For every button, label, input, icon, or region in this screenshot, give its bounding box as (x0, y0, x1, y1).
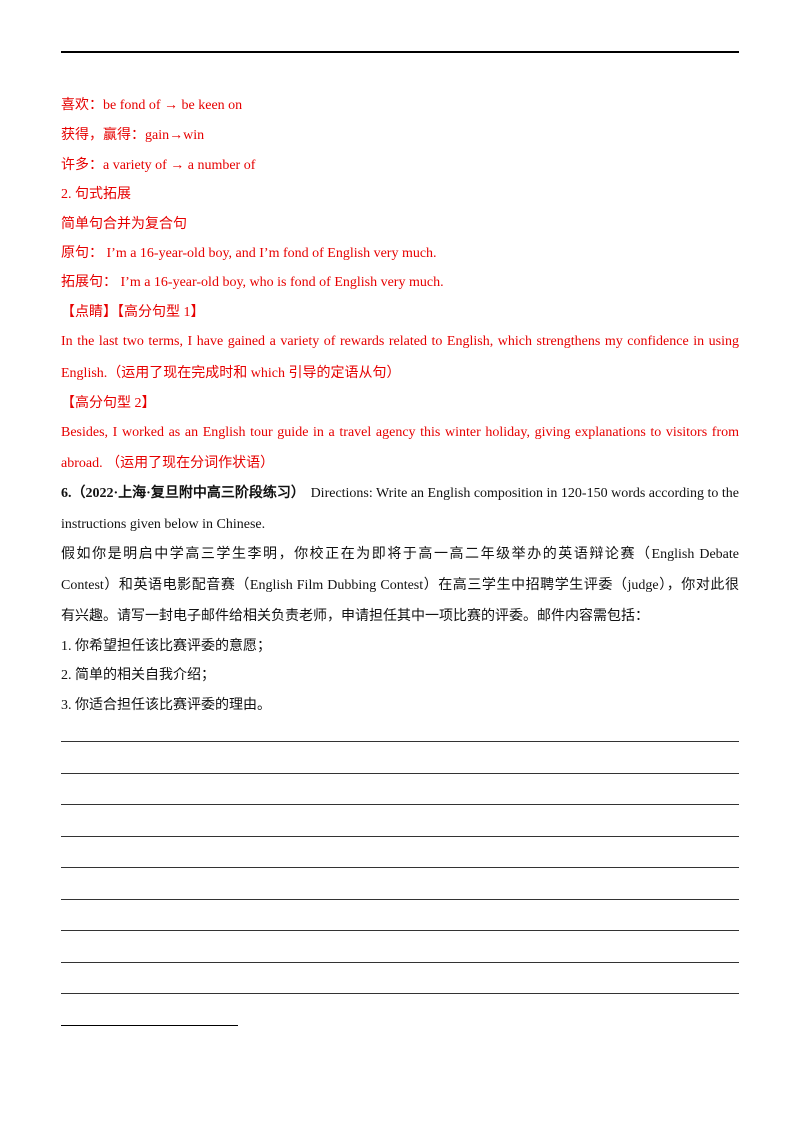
original-sentence: 原句： I’m a 16-year-old boy, and I’m fond … (61, 246, 437, 261)
question-6-prompt-2: Contest）和英语电影配音赛（English Film Dubbing Co… (61, 578, 739, 593)
pattern-1-line-1: In the last two terms, I have gained a v… (61, 334, 739, 349)
footnote-rule (61, 1025, 238, 1026)
answer-line (61, 773, 739, 774)
question-6-point-3: 3. 你适合担任该比赛评委的理由。 (61, 698, 271, 713)
question-6-directions-2: instructions given below in Chinese. (61, 517, 266, 532)
question-6-point-1: 1. 你希望担任该比赛评委的意愿； (61, 639, 271, 654)
question-6-heading: 6.（2022·上海·复旦附中高三阶段练习） Directions: Write… (61, 484, 739, 504)
expanded-sentence: 拓展句： I’m a 16-year-old boy, who is fond … (61, 275, 444, 290)
pattern-2-line-2: abroad. （运用了现在分词作状语） (61, 456, 275, 471)
pattern-2-line-1: Besides, I worked as an English tour gui… (61, 425, 739, 440)
answer-line (61, 836, 739, 837)
answer-line (61, 930, 739, 931)
answer-line (61, 962, 739, 963)
vocab-item-3: 许多：a variety of → a number of (61, 158, 256, 173)
answer-line (61, 993, 739, 994)
question-6-prompt-1: 假如你是明启中学高三学生李明，你校正在为即将于高一高二年级举办的英语辩论赛（En… (61, 547, 739, 562)
vocab-item-1: 喜欢：be fond of → be keen on (61, 98, 243, 113)
question-6-directions-1: Directions: Write an English composition… (310, 486, 739, 501)
section-2-heading: 2. 句式拓展 (61, 187, 131, 202)
question-6-prompt-3: 有兴趣。请写一封电子邮件给相关负责老师，申请担任其中一项比赛的评委。邮件内容需包… (61, 609, 649, 624)
answer-line (61, 867, 739, 868)
sub-heading: 简单句合并为复合句 (61, 217, 187, 232)
vocab-item-2: 获得，赢得：gain→win (61, 128, 205, 143)
answer-line (61, 899, 739, 900)
answer-line (61, 741, 739, 742)
header-rule (61, 51, 739, 53)
pattern-1-line-2: English.（运用了现在完成时和 which 引导的定语从句） (61, 366, 401, 381)
answer-line (61, 804, 739, 805)
pattern-1-label: 【点睛】【高分句型 1】 (61, 305, 205, 320)
question-6-label: 6.（2022·上海·复旦附中高三阶段练习） (61, 486, 305, 501)
question-6-point-2: 2. 简单的相关自我介绍； (61, 668, 215, 683)
pattern-2-label: 【高分句型 2】 (61, 396, 156, 411)
